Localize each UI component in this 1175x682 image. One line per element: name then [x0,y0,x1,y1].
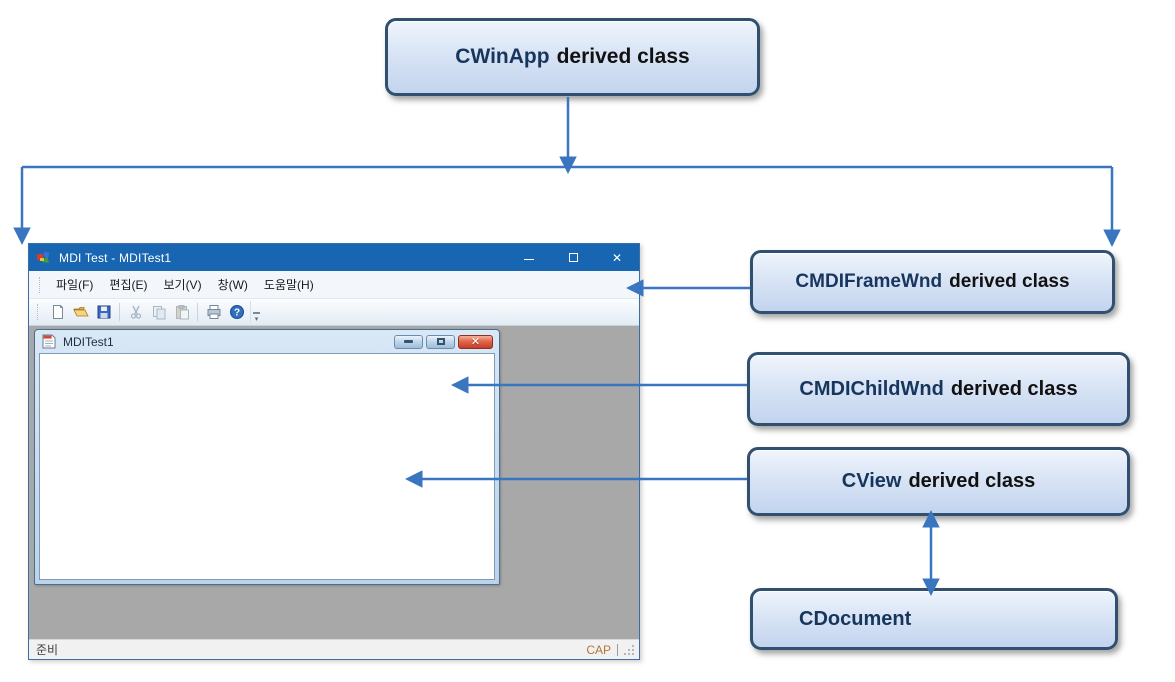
box-cmdichildwnd-classname: CMDIChildWnd [799,377,944,400]
box-cdocument: CDocument [750,588,1118,650]
child-minimize-button[interactable] [394,334,423,349]
print-icon [207,305,220,319]
box-cdocument-classname: CDocument [799,607,912,630]
mdi-client-area: MDITest1 ✕ [29,326,639,639]
box-cmdiframewnd-classname: CMDIFrameWnd [795,271,943,292]
child-window-client-area[interactable] [39,353,495,580]
mdi-child-window: MDITest1 ✕ [34,329,500,585]
box-cmdichildwnd: CMDIChildWnd derived class [747,352,1130,426]
paste-icon [175,305,189,320]
box-cmdiframewnd: CMDIFrameWnd derived class [750,250,1115,314]
box-cview-suffix: derived class [908,470,1036,492]
toolbar-grip [37,304,40,320]
status-separator [617,643,618,656]
status-bar-right: CAP [586,643,635,657]
child-minimize-icon [404,340,413,343]
box-cwinapp: CWinApp derived class [385,18,760,96]
child-maximize-button[interactable] [426,334,455,349]
status-cap-indicator: CAP [586,642,611,657]
child-maximize-icon [436,338,445,345]
child-close-icon: ✕ [470,336,481,348]
about-button[interactable]: ? [225,301,248,323]
toolbar-overflow-button[interactable]: ▾ [250,301,262,323]
box-cmdichildwnd-suffix: derived class [950,377,1078,400]
box-cmdiframewnd-suffix: derived class [949,271,1070,292]
window-controls: ✕ [507,244,639,271]
child-window-title: MDITest1 [63,334,114,349]
menu-bar: 파일(F) 편집(E) 보기(V) 창(W) 도움말(H) [29,271,639,299]
copy-button[interactable] [147,301,170,323]
close-button[interactable]: ✕ [595,244,639,271]
box-cwinapp-suffix: derived class [556,45,690,68]
open-button[interactable] [69,301,92,323]
status-ready-text: 준비 [36,643,59,657]
app-icon[interactable] [36,250,52,266]
child-window-controls: ✕ [394,334,493,349]
chevron-down-icon: ▾ [254,316,259,323]
new-icon [52,305,63,319]
cut-button[interactable] [124,301,147,323]
main-window: MDI Test - MDITest1 ✕ 파일(F) 편집(E) 보기(V) … [28,243,640,660]
document-icon [42,334,56,349]
menu-help[interactable]: 도움말(H) [263,278,314,292]
maximize-icon [568,253,578,262]
main-window-titlebar[interactable]: MDI Test - MDITest1 ✕ [29,244,639,271]
menubar-grip [39,276,42,293]
box-cview: CView derived class [747,447,1130,516]
box-cwinapp-classname: CWinApp [455,45,550,68]
copy-icon [152,306,165,320]
new-button[interactable] [46,301,69,323]
overflow-bar [253,312,260,314]
main-window-title: MDI Test - MDITest1 [59,250,172,265]
print-button[interactable] [202,301,225,323]
minimize-icon [524,259,534,260]
resize-grip-icon[interactable] [624,644,635,655]
save-icon [97,305,110,319]
menu-view[interactable]: 보기(V) [163,278,202,292]
toolbar-separator [119,303,120,321]
child-close-button[interactable]: ✕ [458,334,493,349]
svg-text:?: ? [233,308,239,319]
save-button[interactable] [92,301,115,323]
menu-window[interactable]: 창(W) [217,278,248,292]
close-icon: ✕ [611,250,623,265]
cut-icon [130,305,141,319]
about-icon: ? [229,305,244,319]
menu-edit[interactable]: 편집(E) [109,278,148,292]
minimize-button[interactable] [507,244,551,271]
child-window-titlebar[interactable]: MDITest1 ✕ [39,330,495,353]
status-bar: 준비 CAP [29,639,639,659]
paste-button[interactable] [170,301,193,323]
toolbar: ? ▾ [29,299,639,326]
box-cview-classname: CView [841,470,902,492]
maximize-button[interactable] [551,244,595,271]
open-icon [72,307,89,317]
menu-file[interactable]: 파일(F) [56,278,94,292]
toolbar-separator [197,303,198,321]
